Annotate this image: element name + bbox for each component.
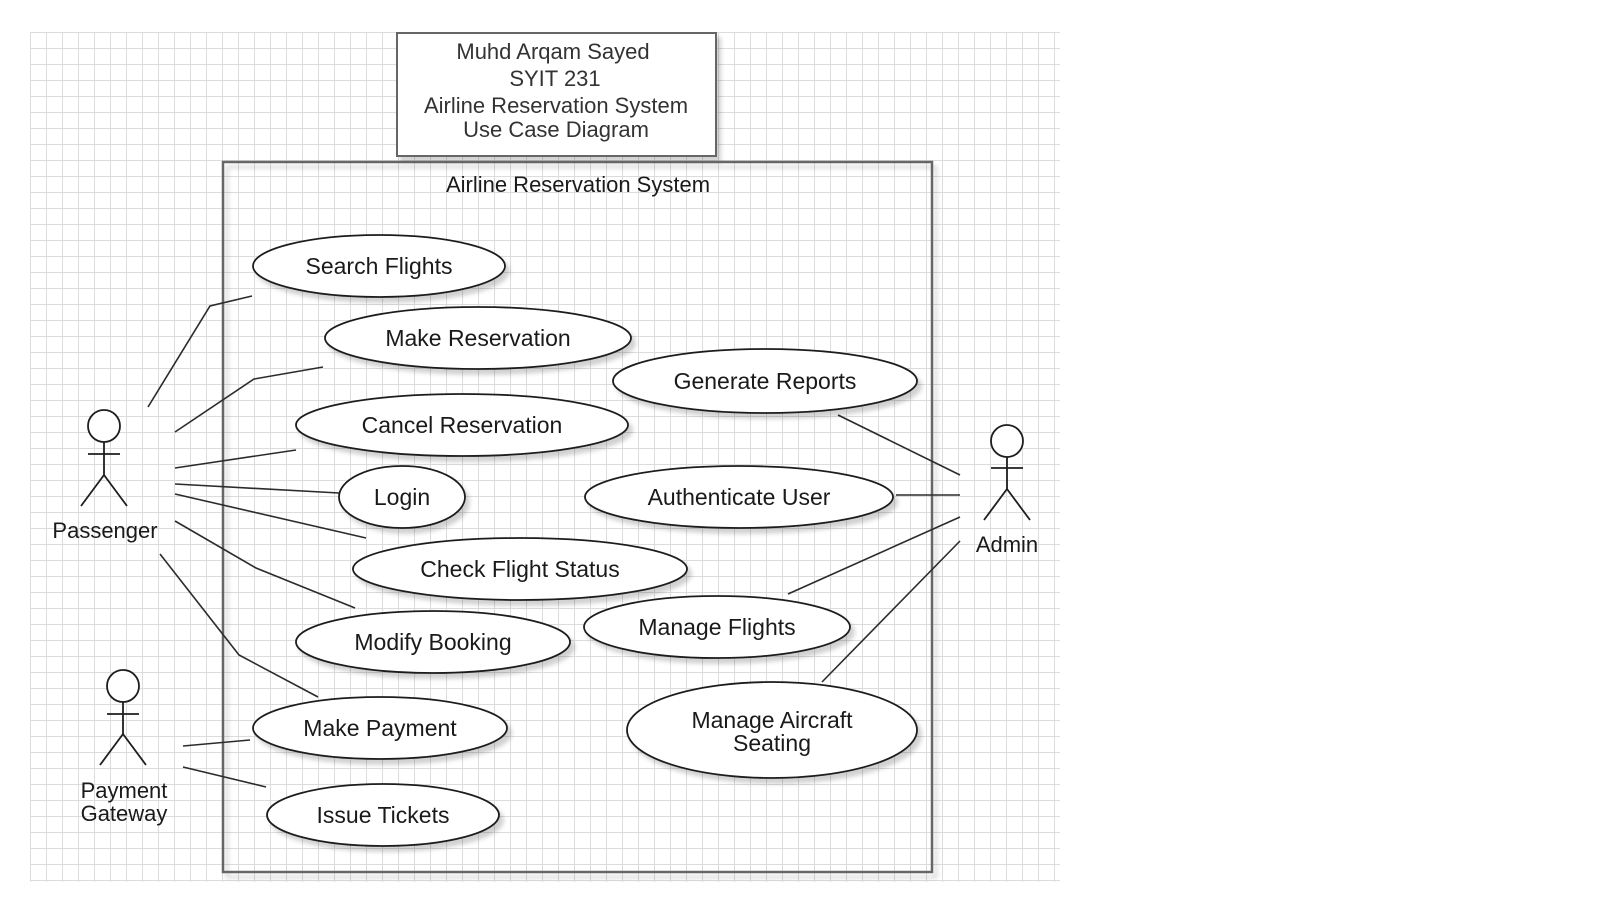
use-case-manage-flights: Manage Flights: [583, 595, 851, 659]
note-line-diagram: Use Case Diagram: [463, 117, 649, 142]
use-case-label: Search Flights: [305, 253, 452, 279]
use-case-label: Make Payment: [303, 715, 457, 741]
assoc-passenger-payment: [159, 553, 319, 698]
use-case-authenticate-user: Authenticate User: [584, 465, 894, 529]
assoc-gateway-payment: [182, 739, 251, 747]
use-case-login: Login: [338, 465, 466, 529]
assoc-passenger-make-reservation: [174, 366, 324, 433]
actor-label-gateway: Gateway: [81, 801, 168, 826]
assoc-admin-reports: [837, 414, 961, 476]
actor-label-admin: Admin: [976, 532, 1038, 557]
assoc-admin-manage-flights: [787, 516, 961, 595]
use-case-label: Generate Reports: [674, 368, 857, 394]
title-note: Muhd Arqam Sayed SYIT 231 Airline Reserv…: [396, 32, 717, 157]
use-case-check-flight-status: Check Flight Status: [352, 537, 688, 601]
actor-label-passenger: Passenger: [52, 518, 157, 543]
assoc-gateway-tickets: [182, 766, 267, 788]
assoc-passenger-cancel: [174, 449, 297, 469]
use-case-modify-booking: Modify Booking: [295, 610, 571, 674]
use-case-make-reservation: Make Reservation: [324, 306, 632, 370]
use-case-generate-reports: Generate Reports: [612, 348, 918, 414]
assoc-passenger-modify: [174, 520, 356, 609]
use-case-label: Login: [374, 484, 430, 510]
note-line-system: Airline Reservation System: [424, 93, 688, 118]
use-case-label: Cancel Reservation: [362, 412, 563, 438]
use-case-label: Check Flight Status: [420, 556, 619, 582]
actor-label-payment: Payment: [81, 778, 168, 803]
use-case-manage-aircraft-seating: Manage Aircraft Seating: [626, 681, 918, 779]
use-case-label: Issue Tickets: [317, 802, 450, 828]
use-case-label: Modify Booking: [354, 629, 511, 655]
assoc-passenger-login: [174, 483, 340, 494]
use-case-make-payment: Make Payment: [252, 696, 508, 760]
grid-background: [30, 32, 1060, 882]
use-case-label-line1: Manage Aircraft: [691, 707, 853, 733]
use-case-label-line2: Seating: [733, 730, 811, 756]
use-case-label: Authenticate User: [648, 484, 831, 510]
system-boundary: Airline Reservation System: [221, 160, 934, 874]
use-case-cancel-reservation: Cancel Reservation: [295, 393, 629, 457]
assoc-passenger-search: [147, 295, 253, 408]
use-case-label: Manage Flights: [638, 614, 795, 640]
note-line-name: Muhd Arqam Sayed: [456, 39, 649, 64]
assoc-admin-seating: [821, 540, 961, 683]
stick-figure-icon: [87, 409, 121, 443]
use-case-search-flights: Search Flights: [252, 234, 506, 298]
stick-figure-icon: [990, 424, 1024, 458]
note-line-class: SYIT 231: [509, 66, 600, 91]
actor-passenger: Passenger: [52, 409, 158, 543]
stick-figure-icon: [106, 669, 140, 703]
assoc-passenger-check-status: [174, 493, 367, 539]
associations: [147, 295, 961, 788]
actor-admin: Admin: [976, 424, 1038, 557]
use-case-label: Make Reservation: [385, 325, 570, 351]
use-case-issue-tickets: Issue Tickets: [266, 783, 500, 847]
actor-payment-gateway: Payment Gateway: [81, 669, 168, 826]
system-title: Airline Reservation System: [446, 172, 710, 197]
